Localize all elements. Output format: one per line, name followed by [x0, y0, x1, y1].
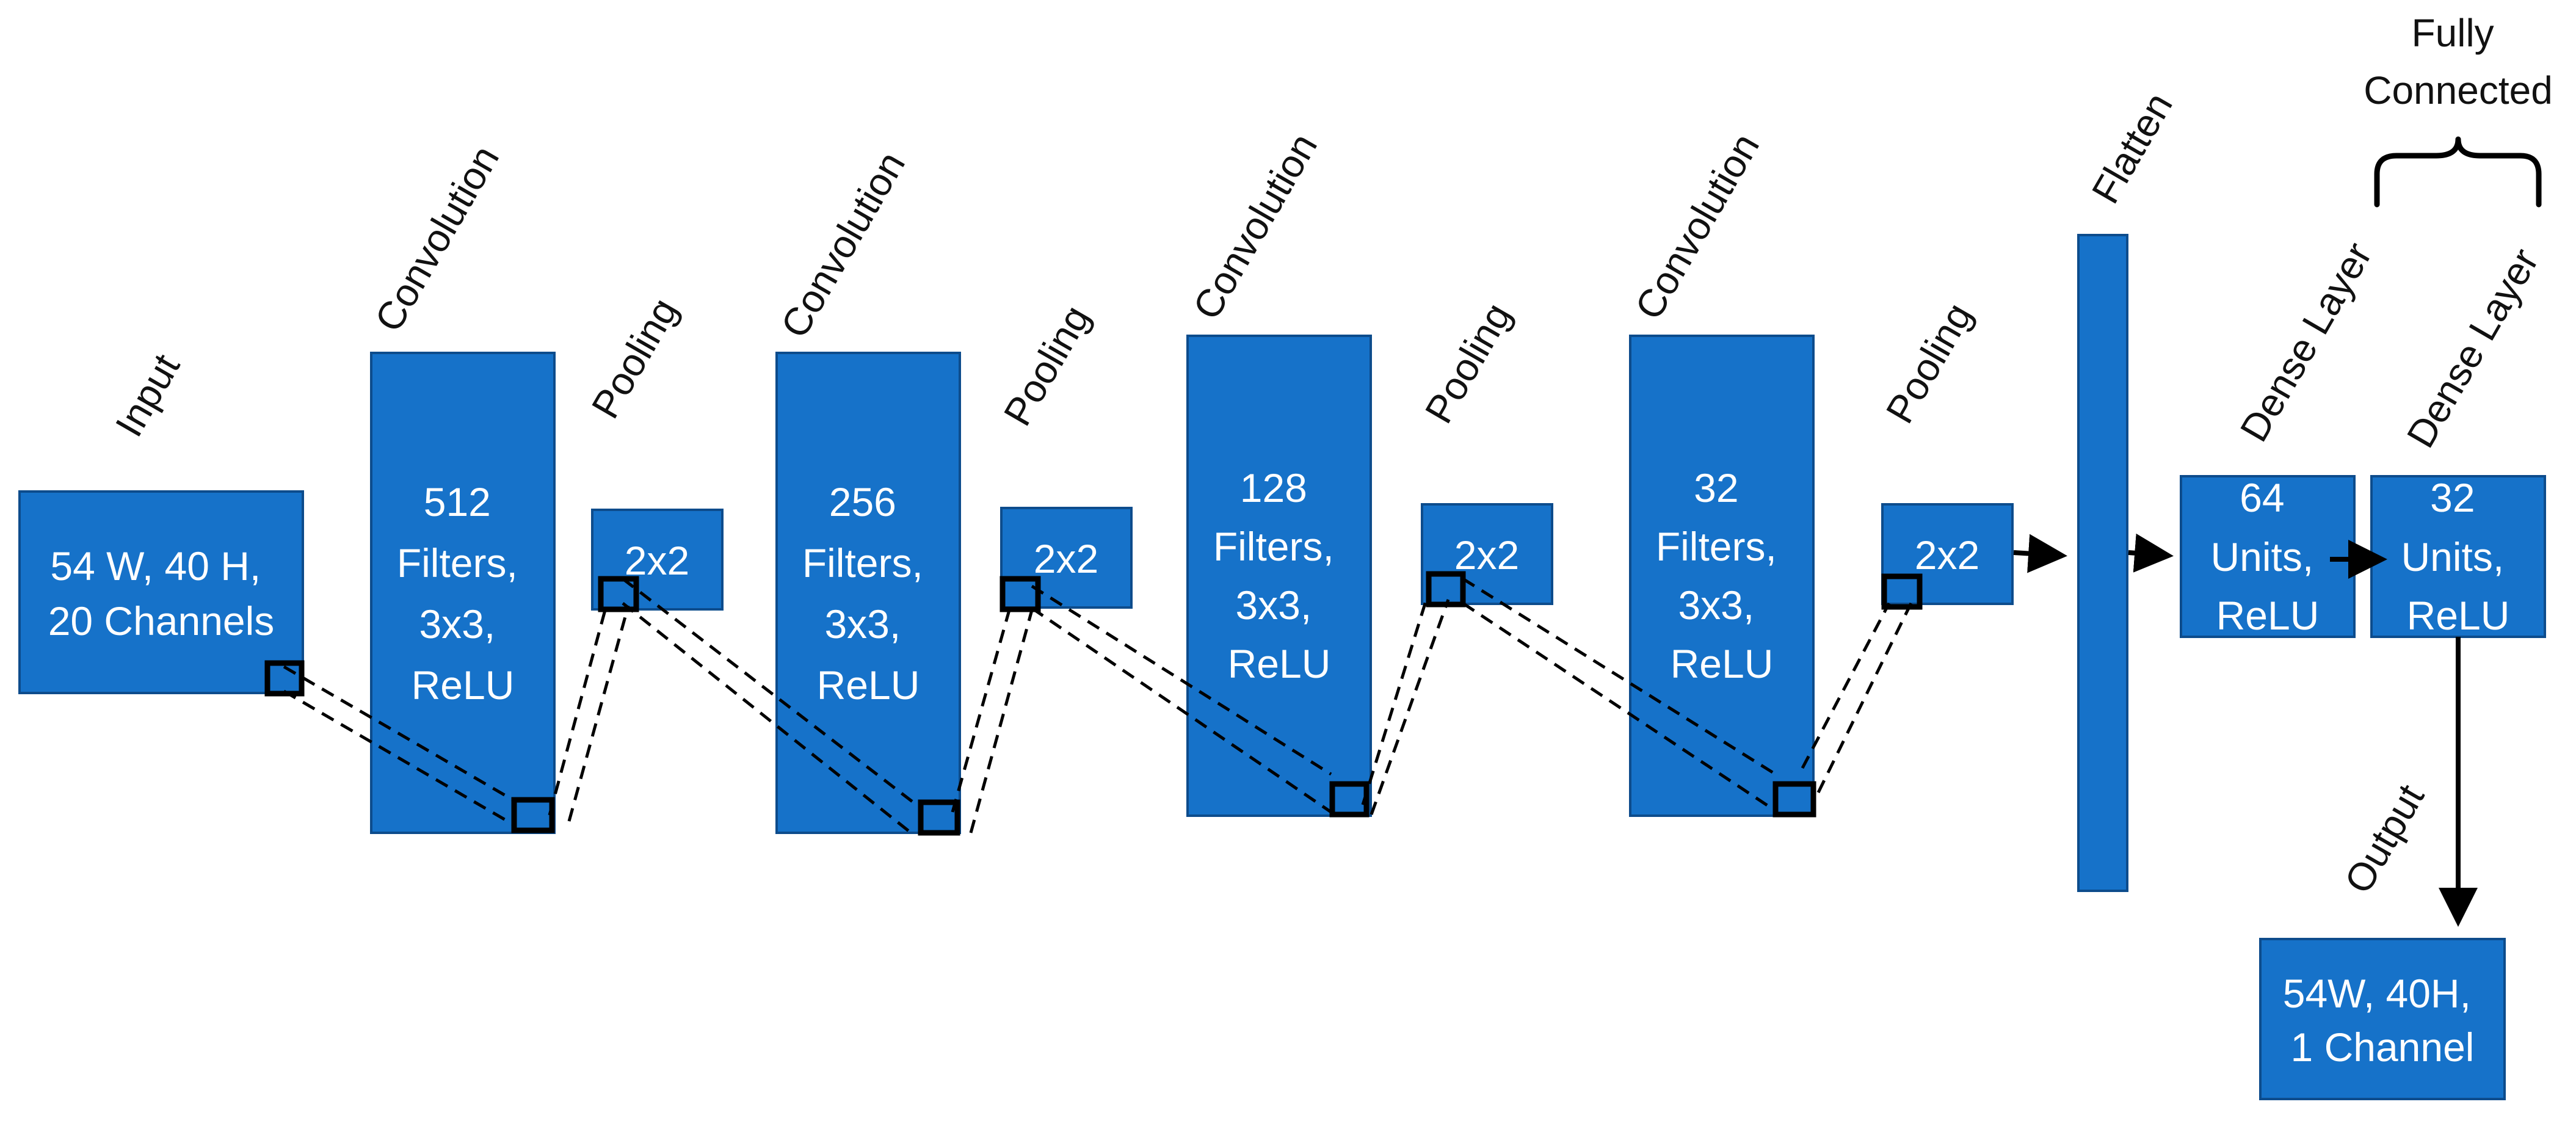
dense1-box	[2180, 475, 2356, 638]
conv2-box-text: 256 Filters, 3x3, ReLU	[802, 479, 934, 708]
pool4-layer: 2x2	[1881, 503, 2014, 605]
kernel-square	[918, 799, 960, 836]
dashed-line	[1462, 577, 1777, 776]
pool1-box-text: 2x2	[625, 538, 689, 583]
label-flatten: Flatten	[2083, 85, 2181, 211]
kernel-square	[1329, 781, 1370, 818]
pool3-box-text: 2x2	[1454, 532, 1519, 578]
receptive-field-lines	[283, 577, 1913, 834]
kernel-square	[1426, 571, 1466, 608]
label-pool2: Pooling	[995, 298, 1098, 433]
output-box-text: 54W, 40H, 1 Channel	[2283, 971, 2483, 1070]
output-layer: 54W, 40H, 1 Channel	[2259, 938, 2506, 1100]
fully-connected-brace	[2374, 136, 2542, 208]
input-layer: 54 W, 40 H, 20 Channels	[18, 490, 304, 694]
dense1-layer: 64 Units, ReLU	[2180, 475, 2356, 638]
dashed-line	[1031, 606, 1332, 814]
label-conv2: Convolution	[772, 144, 913, 345]
pool3-box	[1421, 503, 1553, 605]
dense2-box-text: 32 Units, ReLU	[2401, 475, 2515, 638]
conv4-box	[1629, 335, 1815, 817]
flatten-bar	[2077, 234, 2128, 892]
pool2-box	[1000, 507, 1133, 609]
flow-arrows	[2013, 533, 2478, 927]
kernel-square	[1000, 576, 1041, 612]
pool2-box-text: 2x2	[1034, 536, 1098, 581]
label-output: Output	[2336, 777, 2433, 901]
kernel-square	[1881, 573, 1923, 610]
label-dense1: Dense Layer	[2232, 235, 2381, 449]
pool2-layer: 2x2	[1000, 507, 1133, 609]
conv1-layer: 512 Filters, 3x3, ReLU	[370, 352, 556, 834]
label-pool1: Pooling	[583, 291, 686, 426]
kernel-square	[264, 660, 305, 697]
pool4-box	[1881, 503, 2014, 605]
arrow-flatten-to-dense1	[2128, 533, 2174, 573]
dashed-line	[1031, 584, 1332, 776]
conv3-box	[1186, 335, 1372, 817]
dashed-line	[567, 605, 630, 822]
output-box	[2259, 938, 2506, 1100]
input-box-text: 54 W, 40 H, 20 Channels	[48, 543, 275, 644]
conv2-box	[775, 352, 961, 834]
conv2-layer: 256 Filters, 3x3, ReLU	[775, 352, 961, 834]
label-pool3: Pooling	[1417, 296, 1520, 430]
pool3-layer: 2x2	[1421, 503, 1553, 605]
kernel-square	[598, 576, 639, 612]
dashed-line	[548, 605, 608, 816]
conv1-box-text: 512 Filters, 3x3, ReLU	[397, 479, 529, 708]
conv1-box	[370, 352, 556, 834]
dashed-line	[622, 602, 912, 834]
label-conv4: Convolution	[1627, 126, 1768, 327]
label-conv3: Convolution	[1185, 126, 1326, 327]
dashed-line	[1816, 602, 1913, 794]
dashed-line	[969, 605, 1035, 833]
conv4-box-text: 32 Filters, 3x3, ReLU	[1656, 465, 1788, 686]
label-pool4: Pooling	[1878, 296, 1981, 430]
dashed-line	[622, 578, 923, 810]
dashed-line	[1370, 599, 1450, 815]
dashed-line	[1462, 601, 1777, 813]
pool4-box-text: 2x2	[1915, 532, 1979, 578]
input-box	[18, 490, 304, 694]
kernel-squares	[264, 571, 1923, 836]
dense2-layer: 32 Units, ReLU	[2370, 475, 2546, 638]
dashed-line	[951, 605, 1012, 813]
kernel-square	[511, 797, 555, 833]
fully-connected-heading: Fully Connected	[2364, 11, 2553, 112]
kernel-square	[1772, 781, 1816, 818]
dense1-box-text: 64 Units, ReLU	[2210, 475, 2324, 638]
dashed-line	[283, 665, 514, 802]
arrow-pool4-to-flatten	[2013, 534, 2067, 573]
conv4-layer: 32 Filters, 3x3, ReLU	[1629, 335, 1815, 817]
label-conv1: Convolution	[366, 138, 507, 339]
dashed-line	[1801, 602, 1891, 769]
conv3-layer: 128 Filters, 3x3, ReLU	[1186, 335, 1372, 817]
label-input: Input	[107, 347, 189, 444]
pool1-layer: 2x2	[591, 509, 724, 611]
dashed-line	[283, 689, 514, 826]
dashed-line	[1361, 599, 1428, 805]
pool1-box	[591, 509, 724, 611]
label-dense2: Dense Layer	[2398, 241, 2547, 455]
conv3-box-text: 128 Filters, 3x3, ReLU	[1213, 465, 1345, 686]
